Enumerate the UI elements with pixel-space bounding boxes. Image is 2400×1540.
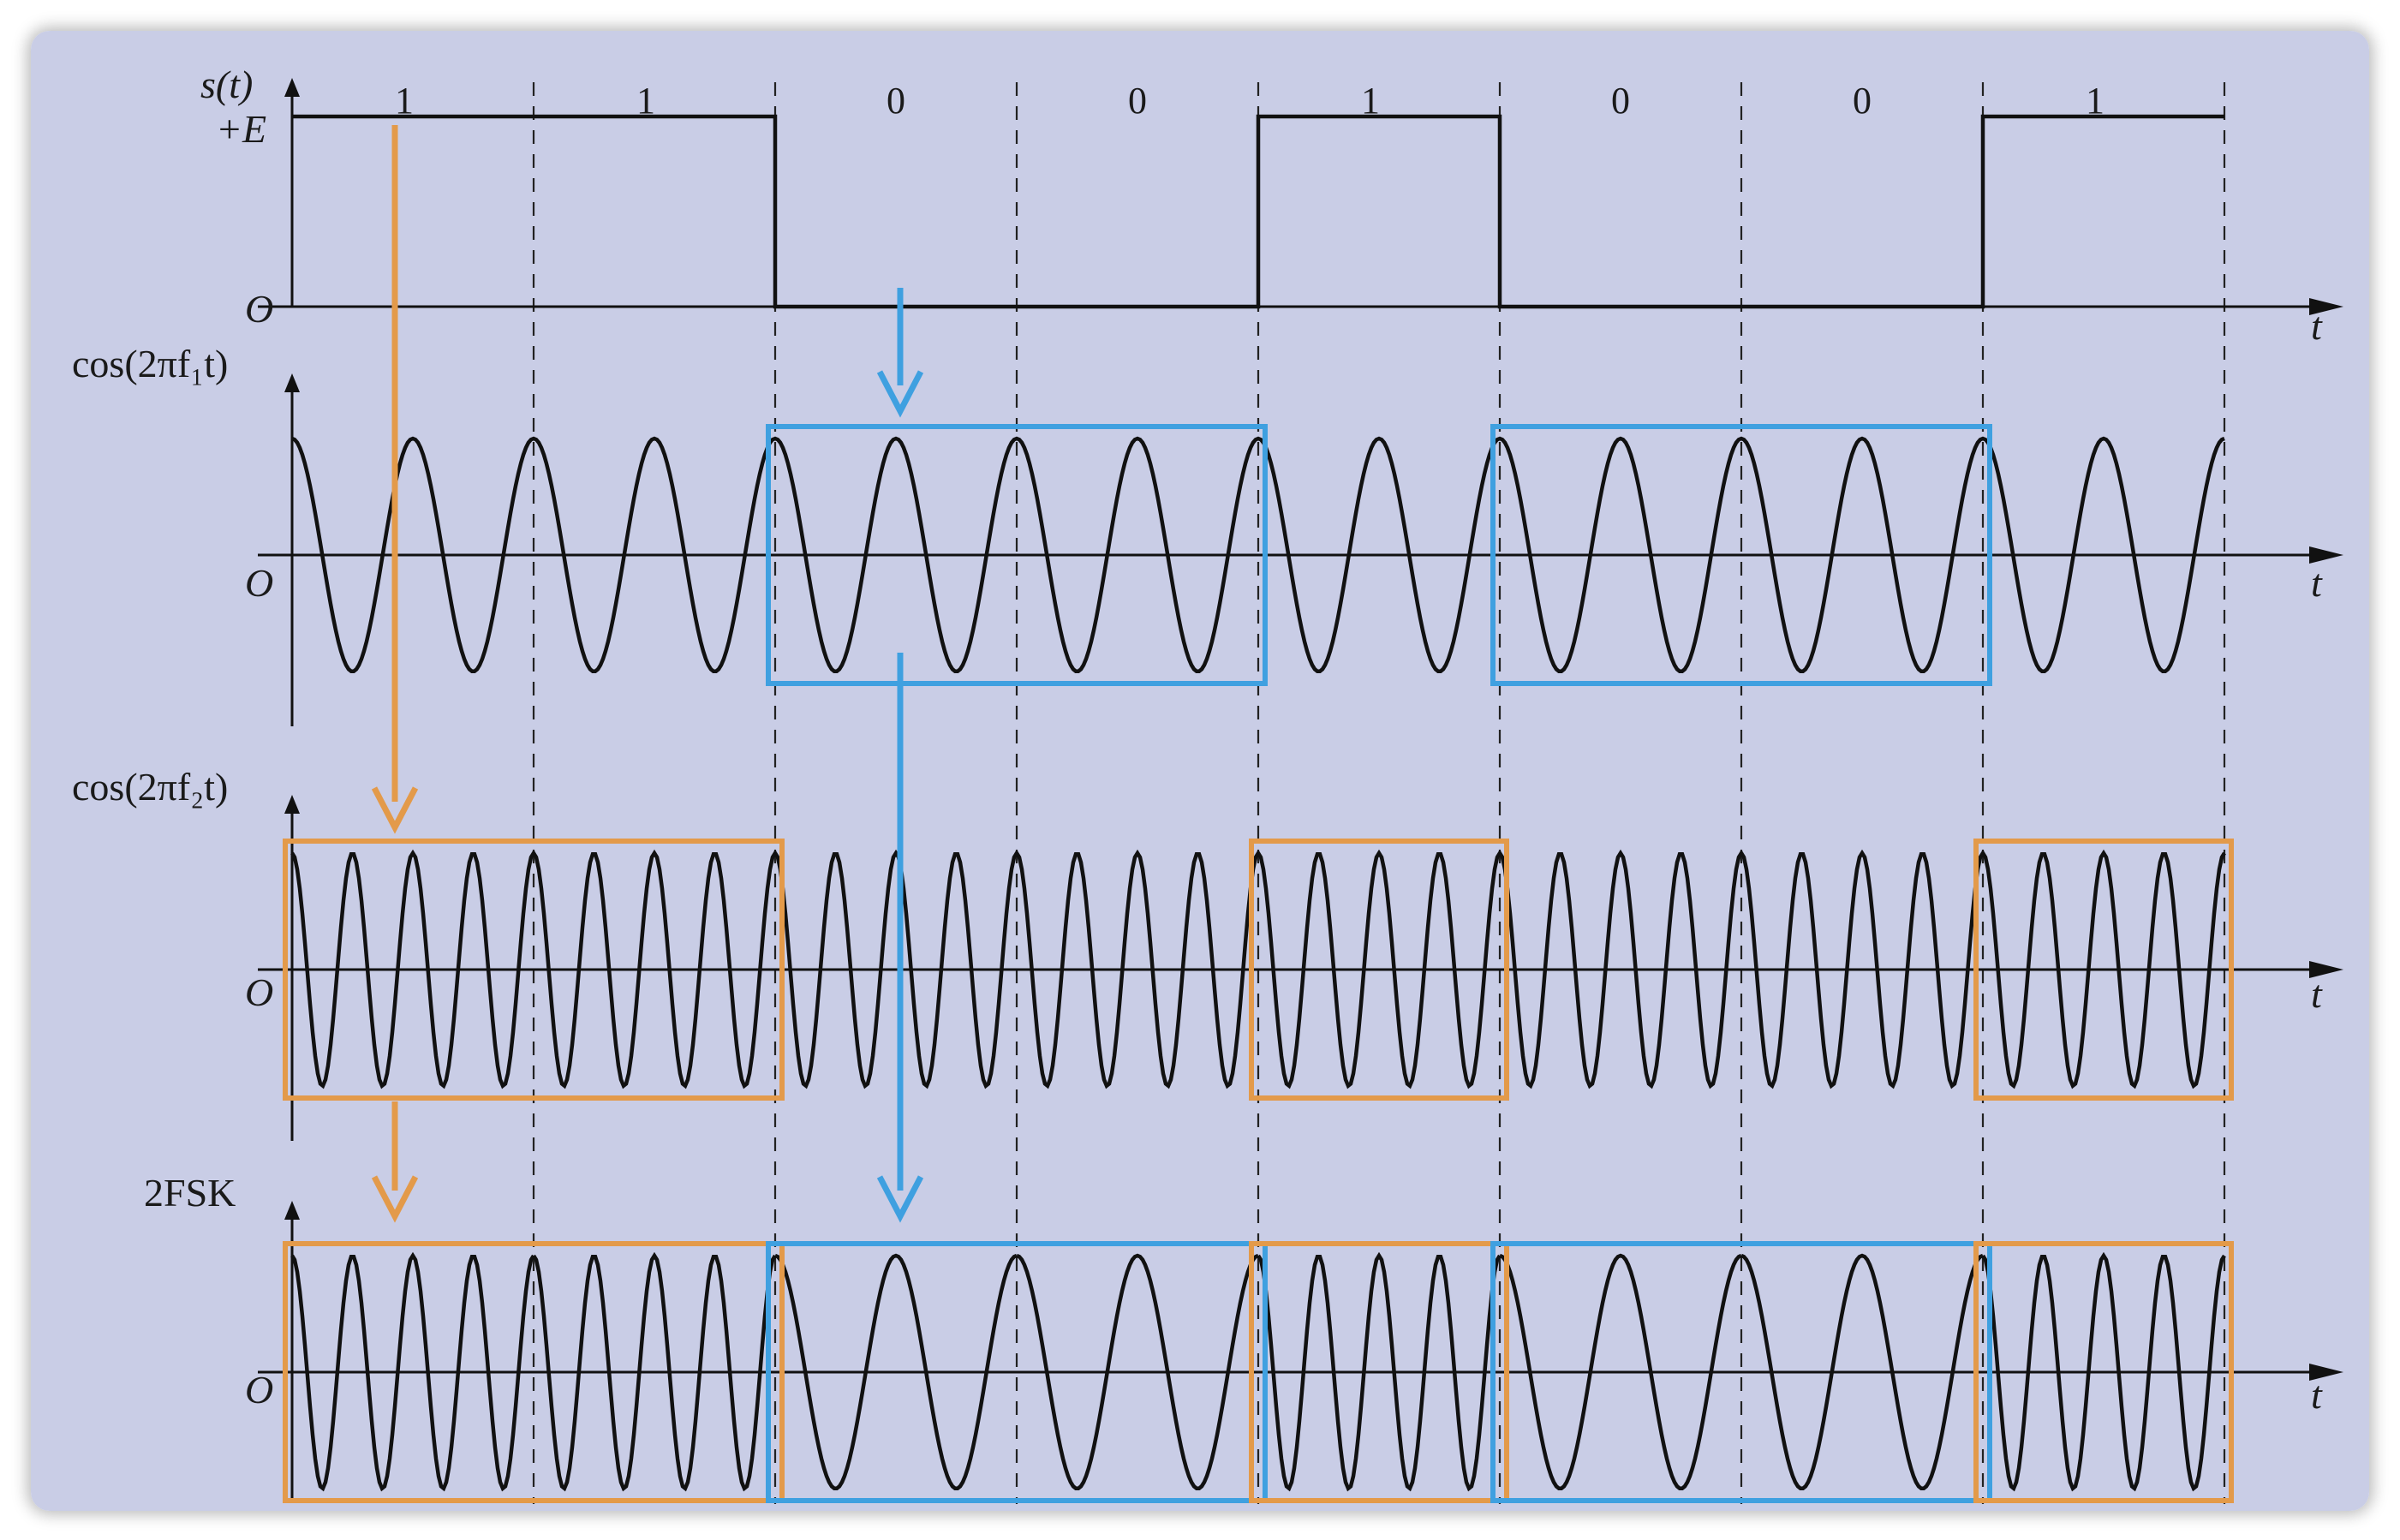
origin-label-3: O [245, 970, 273, 1014]
fsk-highlight-box [1973, 1241, 2234, 1503]
highlight-boxes [283, 424, 2234, 1503]
fsk-highlight-box [766, 1241, 1268, 1503]
s-axis-label: s(t) [200, 63, 253, 106]
carrier2-highlight-box [1973, 839, 2234, 1101]
x-axis-arrowhead [2309, 298, 2343, 315]
origin-label-2: O [245, 561, 273, 605]
bit-label: 0 [1128, 80, 1147, 122]
fsk-highlight-box [1249, 1241, 1509, 1503]
fsk-diagram: 1 1 0 0 1 0 0 1 s(t) +E O t cos(2πf₁t) O t cos(… [31, 31, 2369, 1511]
flow-arrows [371, 125, 924, 1223]
x-axis-arrowhead [2309, 961, 2343, 978]
bit-label: 1 [2086, 80, 2104, 122]
bit-zero-to-carrier1-arrow-head [876, 370, 924, 418]
fsk-segment [1257, 1251, 1501, 1492]
bit-labels: 1 1 0 0 1 0 0 1 [395, 80, 2104, 122]
diagram-frame: 1 1 0 0 1 0 0 1 s(t) +E O t cos(2πf₁t) O t cos(… [31, 31, 2369, 1511]
output-label: 2FSK [144, 1171, 236, 1215]
fsk-segment [1740, 1253, 1984, 1490]
carrier2-to-fsk-arrow-head [371, 1175, 419, 1223]
y-axis-arrowhead [284, 795, 300, 814]
fsk-segment [290, 1251, 535, 1492]
fsk-segment [532, 1251, 777, 1492]
carrier2-highlight-box [283, 839, 785, 1101]
y-axis-arrowhead [284, 373, 300, 392]
time-label-2: t [2311, 561, 2323, 605]
fsk-segment [774, 1253, 1018, 1490]
carrier1-waveform [291, 436, 2225, 673]
fsk-segment [1981, 1251, 2226, 1492]
baseband-signal [292, 114, 2224, 309]
time-label-1: t [2311, 304, 2323, 348]
bit-label: 0 [1611, 80, 1630, 122]
y-axis-arrowhead [284, 78, 300, 97]
bit-label: 0 [1853, 80, 1872, 122]
bit-label: 1 [1361, 80, 1380, 122]
carrier2-label: cos(2πf₂t) [72, 765, 228, 809]
x-axis-arrowhead [2309, 1364, 2343, 1381]
fsk-segment [1016, 1253, 1259, 1490]
carrier1-to-fsk-arrow-head [876, 1175, 924, 1223]
fsk-segment [1499, 1253, 1742, 1490]
fsk-highlight-box [283, 1241, 785, 1503]
carrier1-highlight-box [766, 424, 1268, 686]
bit-label: 1 [395, 80, 414, 122]
carrier1-label: cos(2πf₁t) [72, 342, 228, 385]
bit-label: 1 [636, 80, 655, 122]
x-axis-arrowhead [2309, 546, 2343, 564]
carrier2-highlight-box [1249, 839, 1509, 1101]
time-label-3: t [2311, 972, 2323, 1016]
waveforms [290, 114, 2226, 1492]
carrier1-highlight-box [1490, 424, 1992, 686]
y-axis-arrowhead [284, 1201, 300, 1220]
bit-one-to-carrier2-arrow-head [371, 786, 419, 834]
origin-label-4: O [245, 1368, 273, 1412]
bit-boundary-grid [532, 82, 2226, 1504]
level-high-label: +E [216, 107, 266, 151]
carrier2-waveform [290, 849, 2226, 1089]
diagram-background [31, 31, 2369, 1511]
time-label-4: t [2311, 1373, 2323, 1417]
origin-label-1: O [245, 287, 273, 331]
bit-label: 0 [887, 80, 905, 122]
fsk-highlight-box [1490, 1241, 1992, 1503]
